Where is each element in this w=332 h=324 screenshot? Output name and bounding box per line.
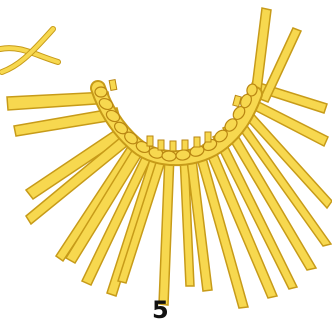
crossed-straw-pair [0, 29, 58, 72]
right-radial-strands [180, 81, 332, 308]
figure-number-label: 5 [152, 298, 169, 322]
center-strand [159, 155, 174, 305]
